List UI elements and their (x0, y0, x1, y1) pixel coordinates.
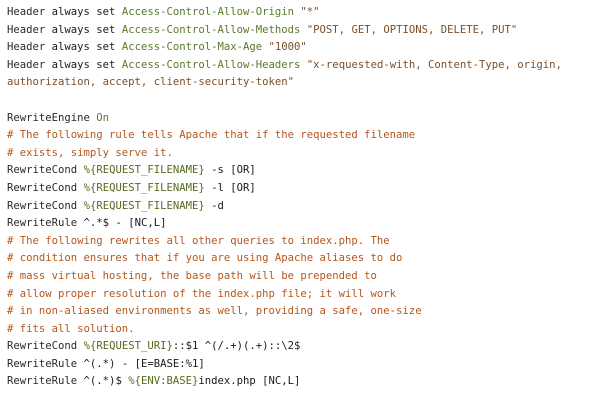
code-line: # The following rule tells Apache that i… (7, 127, 600, 145)
code-token-plain: -s [OR] (204, 164, 256, 177)
code-token-kw: RewriteRule (7, 217, 78, 230)
code-line: RewriteCond %{REQUEST_FILENAME} -s [OR] (7, 162, 600, 180)
code-token-plain: -l [OR] (204, 181, 256, 194)
code-token-dir: On (89, 111, 110, 124)
code-token-kw: Header (7, 6, 46, 18)
code-token-kw: RewriteCond (7, 164, 78, 177)
code-token-comment: # exists, simply serve it. (7, 146, 173, 159)
code-line: Header always set Access-Control-Allow-H… (7, 57, 600, 75)
code-token-comment: # mass virtual hosting, the base path wi… (7, 269, 377, 282)
code-token-kw: Header (7, 41, 46, 54)
code-line: RewriteCond %{REQUEST_FILENAME} -l [OR] (7, 180, 600, 198)
code-token-kw: RewriteEngine (7, 111, 90, 124)
code-token-plain: index.php [NC,L] (198, 375, 301, 388)
code-line: RewriteRule ^.*$ - [NC,L] (7, 215, 600, 233)
code-line: authorization, accept, client-security-t… (7, 74, 600, 92)
code-line: # in non-aliased environments as well, p… (7, 303, 600, 321)
code-token-kw: RewriteRule (7, 375, 78, 388)
code-token-var: %{REQUEST_FILENAME} (83, 181, 205, 194)
code-token-comment: # The following rule tells Apache that i… (7, 129, 416, 142)
code-token-dir: Access-Control-Allow-Origin (121, 6, 295, 18)
code-token-str: "x-requested-with, Content-Type, origin, (300, 58, 562, 71)
code-token-kw: RewriteCond (7, 199, 78, 212)
code-token-var: %{REQUEST_URI} (83, 340, 173, 353)
code-line: RewriteCond %{REQUEST_URI}::$1 ^(/.+)(.+… (7, 338, 600, 356)
code-line: # exists, simply serve it. (7, 145, 600, 163)
code-line: Header always set Access-Control-Allow-M… (7, 22, 600, 40)
code-line: RewriteRule ^(.*) - [E=BASE:%1] (7, 356, 600, 374)
code-token-dir: Access-Control-Allow-Headers (121, 58, 301, 71)
code-token-str: authorization, accept, client-security-t… (7, 76, 295, 89)
code-token-kw: RewriteCond (7, 340, 78, 353)
code-token-kw: Header (7, 23, 46, 36)
code-token-str: "*" (294, 6, 320, 18)
code-line: Header always set Access-Control-Max-Age… (7, 39, 600, 57)
code-token-var: %{ENV:BASE} (128, 375, 199, 388)
code-token-var: %{REQUEST_FILENAME} (83, 199, 205, 212)
code-token-comment: # fits all solution. (7, 322, 135, 335)
code-token-plain: -d (204, 199, 224, 212)
code-token-plain: always set (45, 58, 122, 71)
code-token-plain: always set (45, 23, 122, 36)
code-line: # fits all solution. (7, 321, 600, 339)
code-token-dir: Access-Control-Allow-Methods (121, 23, 301, 36)
code-line: Header always set Access-Control-Allow-O… (7, 4, 600, 22)
code-token-comment: # allow proper resolution of the index.p… (7, 287, 397, 300)
code-line: RewriteCond %{REQUEST_FILENAME} -d (7, 198, 600, 216)
code-token-comment: # condition ensures that if you are usin… (7, 252, 403, 265)
code-line: # allow proper resolution of the index.p… (7, 286, 600, 304)
code-line: # condition ensures that if you are usin… (7, 250, 600, 268)
code-line: # mass virtual hosting, the base path wi… (7, 268, 600, 286)
code-token-comment: # in non-aliased environments as well, p… (7, 305, 422, 318)
code-line: RewriteRule ^(.*)$ %{ENV:BASE}index.php … (7, 373, 600, 391)
code-token-plain: always set (45, 41, 122, 54)
code-token-str: "POST, GET, OPTIONS, DELETE, PUT" (300, 23, 518, 36)
code-token-var: %{REQUEST_FILENAME} (83, 164, 205, 177)
code-token-plain: always set (45, 6, 122, 18)
code-token-str: "1000" (262, 41, 307, 54)
code-token-plain: ^(.*)$ (77, 375, 129, 388)
code-token-plain: ^(.*) - [E=BASE:%1] (77, 357, 205, 370)
code-token-comment: # The following rewrites all other queri… (7, 234, 390, 247)
code-token-dir: Access-Control-Max-Age (121, 41, 263, 54)
code-token-kw: RewriteCond (7, 181, 78, 194)
code-token-kw: RewriteRule (7, 357, 78, 370)
code-line (7, 92, 600, 110)
code-line: RewriteEngine On (7, 110, 600, 128)
code-line: # The following rewrites all other queri… (7, 233, 600, 251)
code-token-kw: Header (7, 58, 46, 71)
code-token-plain: ^.*$ - [NC,L] (77, 217, 167, 230)
code-token-plain: ::$1 ^(/.+)(.+)::\2$ (172, 340, 301, 353)
